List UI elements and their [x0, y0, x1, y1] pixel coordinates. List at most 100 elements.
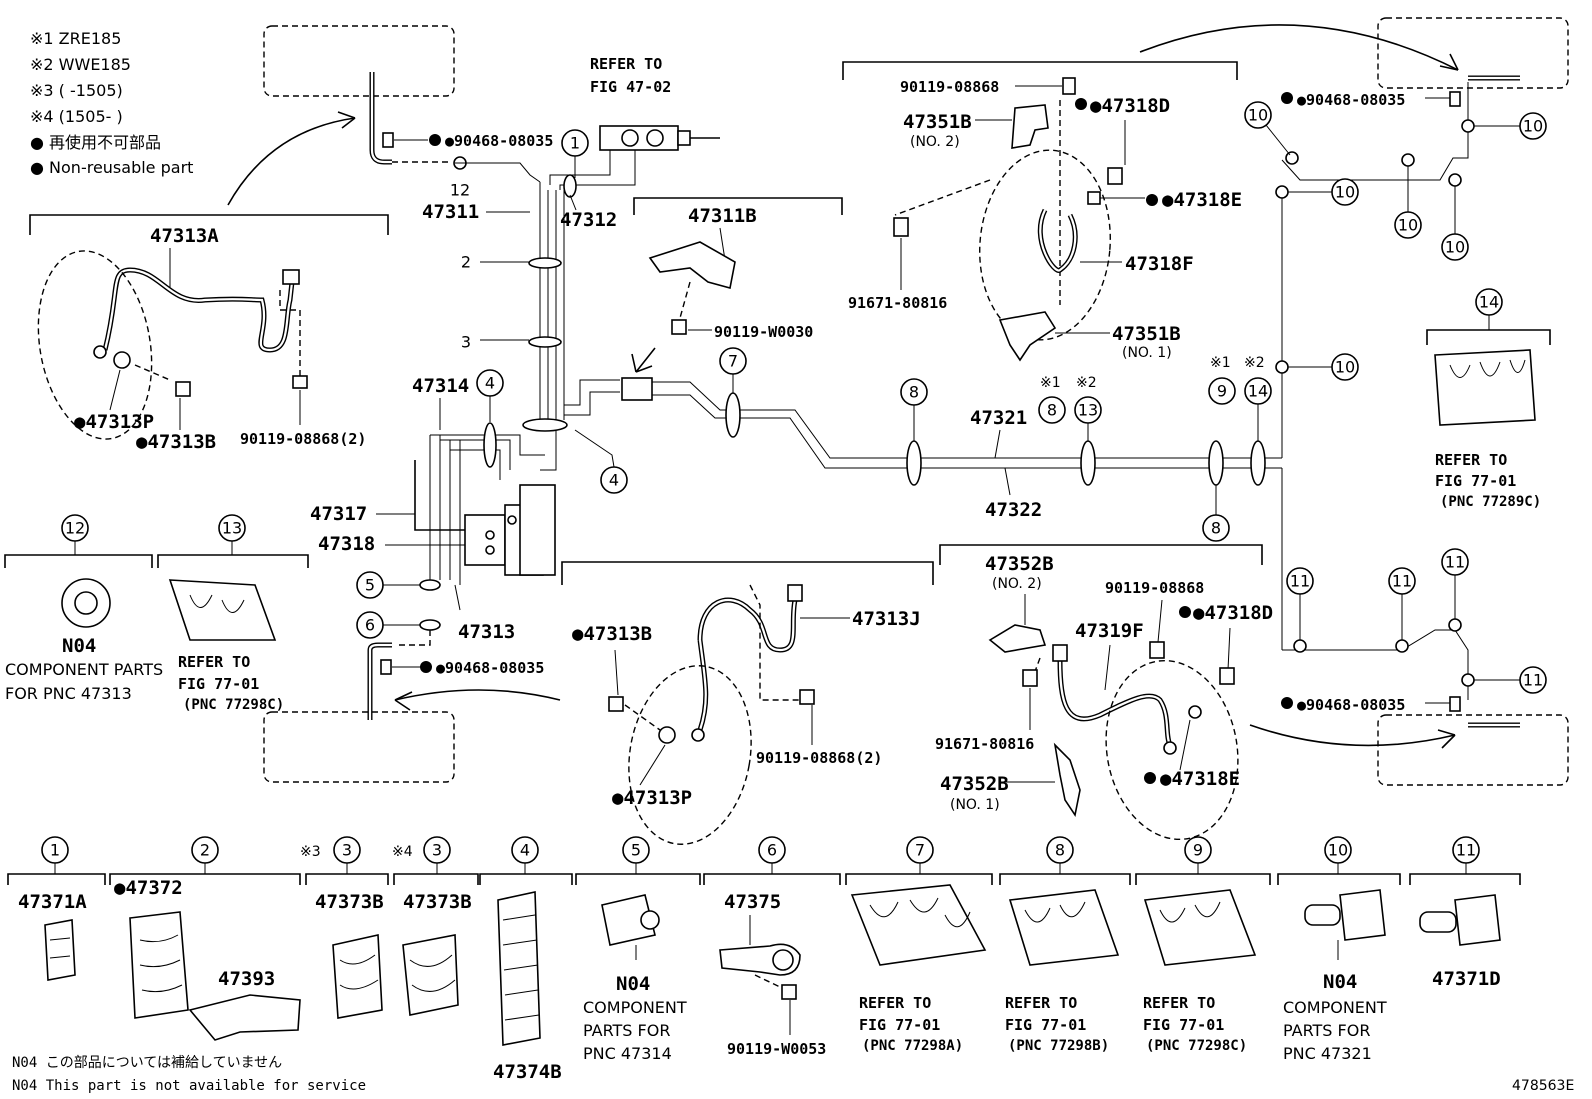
callout-bottom-10: 10	[1328, 841, 1348, 860]
callout-bottom-7: 7	[915, 841, 925, 860]
callout-12: 12	[450, 181, 470, 200]
label-47351B-no2: 47351B	[903, 111, 972, 133]
label-47318E-br: ●47318E	[1160, 768, 1240, 790]
label-no1-a: (NO. 1)	[1122, 345, 1172, 361]
label-90468-mid: ●90468-08035	[436, 659, 544, 677]
callout-14b: 14	[1479, 293, 1499, 312]
label-47318F: 47318F	[1125, 253, 1194, 275]
label-47319F: 47319F	[1075, 620, 1144, 642]
callout-4b: 4	[609, 471, 619, 490]
clamp-13-icon	[168, 579, 277, 641]
c5-n04: N04	[616, 973, 650, 995]
part-47373B-a: 47373B	[315, 891, 384, 913]
part-47375: 47375	[724, 891, 781, 913]
group-47318F: 90119-08868 47351B (NO. 2) ●47318D ●4731…	[842, 61, 1242, 362]
callout-numbers: 1 2 3 4 4 5 6 7 8 8 8 13 9 14 12 10 10 1…	[50, 106, 1543, 860]
hose-fitting-icon	[1052, 644, 1068, 662]
bottom-parts-row: 47371A ●47372 47393 ※3 47373B ※4 47373B …	[7, 836, 1521, 1083]
legend-note-3: ※3 ( -1505)	[30, 81, 123, 100]
clamp-77298B-icon	[1008, 889, 1120, 966]
detail13-line3: (PNC 77298C)	[183, 697, 284, 713]
detail14-line3: (PNC 77289C)	[1440, 494, 1541, 510]
label-47318D-tr: ●47318D	[1090, 95, 1170, 117]
part-47374B: 47374B	[493, 1061, 562, 1083]
group-47313J: 47313J 90119-08868(2) ●47313B ●47313P	[561, 561, 934, 845]
front-left-wheel-area: ●90468-08035	[227, 25, 553, 206]
footer-n04-jp: N04 この部品については補給していません	[12, 1055, 282, 1071]
callout-10f: 10	[1335, 358, 1355, 377]
mark-1: ※1	[1040, 375, 1061, 391]
label-47313: 47313	[458, 621, 515, 643]
legend-nonreuse-jp: ● 再使用不可部品	[30, 133, 161, 152]
c10-line1: COMPONENT	[1283, 998, 1387, 1017]
c10-line2: PARTS FOR	[1283, 1021, 1370, 1040]
legend-note-1: ※1 ZRE185	[30, 29, 121, 48]
callout-8c: 8	[1211, 519, 1221, 538]
legend-note-4: ※4 (1505- )	[30, 107, 123, 126]
clip-icon	[382, 132, 394, 148]
clamp-47372-icon	[129, 911, 189, 1019]
callout-10a: 10	[1248, 106, 1268, 125]
callout-4: 4	[485, 374, 495, 393]
part-47372: ●47372	[114, 877, 183, 899]
bracket-icon	[988, 624, 1047, 653]
callout-bottom-8: 8	[1055, 841, 1065, 860]
callout-11b: 11	[1392, 572, 1412, 591]
callout-8: 8	[909, 383, 919, 402]
callout-bottom-1: 1	[50, 841, 60, 860]
detail13-line2: FIG 77-01	[178, 675, 259, 693]
label-47352B-no2: 47352B	[985, 553, 1054, 575]
washer-icon	[113, 351, 131, 369]
abs-actuator-icon	[464, 514, 506, 566]
bolt-icon	[292, 375, 308, 389]
clamp-47321-icon	[1339, 889, 1386, 941]
part-47373B-b: 47373B	[403, 891, 472, 913]
master-cylinder-area: REFER TO FIG 47-02 47311 47312 47314	[263, 55, 720, 783]
hose-fitting-icon	[787, 584, 803, 602]
label-90119-08868-tr: 90119-08868	[900, 78, 999, 96]
detail12-line2: FOR PNC 47313	[5, 684, 132, 703]
c5-line3: PNC 47314	[583, 1044, 672, 1063]
callout-bottom-9: 9	[1193, 841, 1203, 860]
label-47318E-tr: ●47318E	[1162, 189, 1242, 211]
callout-10c: 10	[1335, 183, 1355, 202]
callout-bottom-11: 11	[1456, 841, 1476, 860]
rear-right-routing: ●90468-08035	[1249, 548, 1569, 786]
c8-line2: FIG 77-01	[1005, 1016, 1086, 1034]
nut-icon	[1087, 191, 1101, 205]
callout-10d: 10	[1398, 216, 1418, 235]
part-47371A: 47371A	[18, 891, 87, 913]
callout-11a: 11	[1290, 572, 1310, 591]
clamp-47314-icon	[601, 894, 656, 946]
mark-1b: ※1	[1210, 355, 1231, 371]
group-47313A: 47313A ●47313P ●47313B 90119-08868(2)	[29, 214, 389, 453]
c7-line3: (PNC 77298A)	[862, 1038, 963, 1054]
clamp-77298A-icon	[850, 884, 987, 966]
label-90119-08868-br: 90119-08868	[1105, 579, 1204, 597]
callout-3: 3	[461, 333, 471, 352]
bolt-icon	[1107, 167, 1123, 185]
label-47314: 47314	[412, 375, 469, 397]
label-47313B-mid: ●47313B	[572, 623, 652, 645]
callout-1: 1	[570, 134, 580, 153]
detail12-line1: COMPONENT PARTS	[5, 660, 163, 679]
bolt-icon	[799, 689, 815, 705]
label-90468-top: ●90468-08035	[445, 132, 553, 150]
detail-13: REFER TO FIG 77-01 (PNC 77298C)	[157, 514, 309, 713]
label-47322: 47322	[985, 499, 1042, 521]
bolt-icon	[671, 319, 687, 335]
bolt-icon	[781, 984, 797, 1000]
bracket-icon	[998, 311, 1057, 362]
label-91671-br: 91671-80816	[935, 735, 1034, 753]
label-47313B-tl: ●47313B	[136, 431, 216, 453]
c10-line3: PNC 47321	[1283, 1044, 1372, 1063]
label-47317: 47317	[310, 503, 367, 525]
label-47313P-tl: ●47313P	[74, 411, 154, 433]
callout-bottom-5: 5	[631, 841, 641, 860]
label-47313A: 47313A	[150, 225, 219, 247]
washer-icon	[658, 726, 676, 744]
c5-line1: COMPONENT	[583, 998, 687, 1017]
detail14-line2: FIG 77-01	[1435, 472, 1516, 490]
clamp-47373B-icon	[402, 934, 459, 1016]
